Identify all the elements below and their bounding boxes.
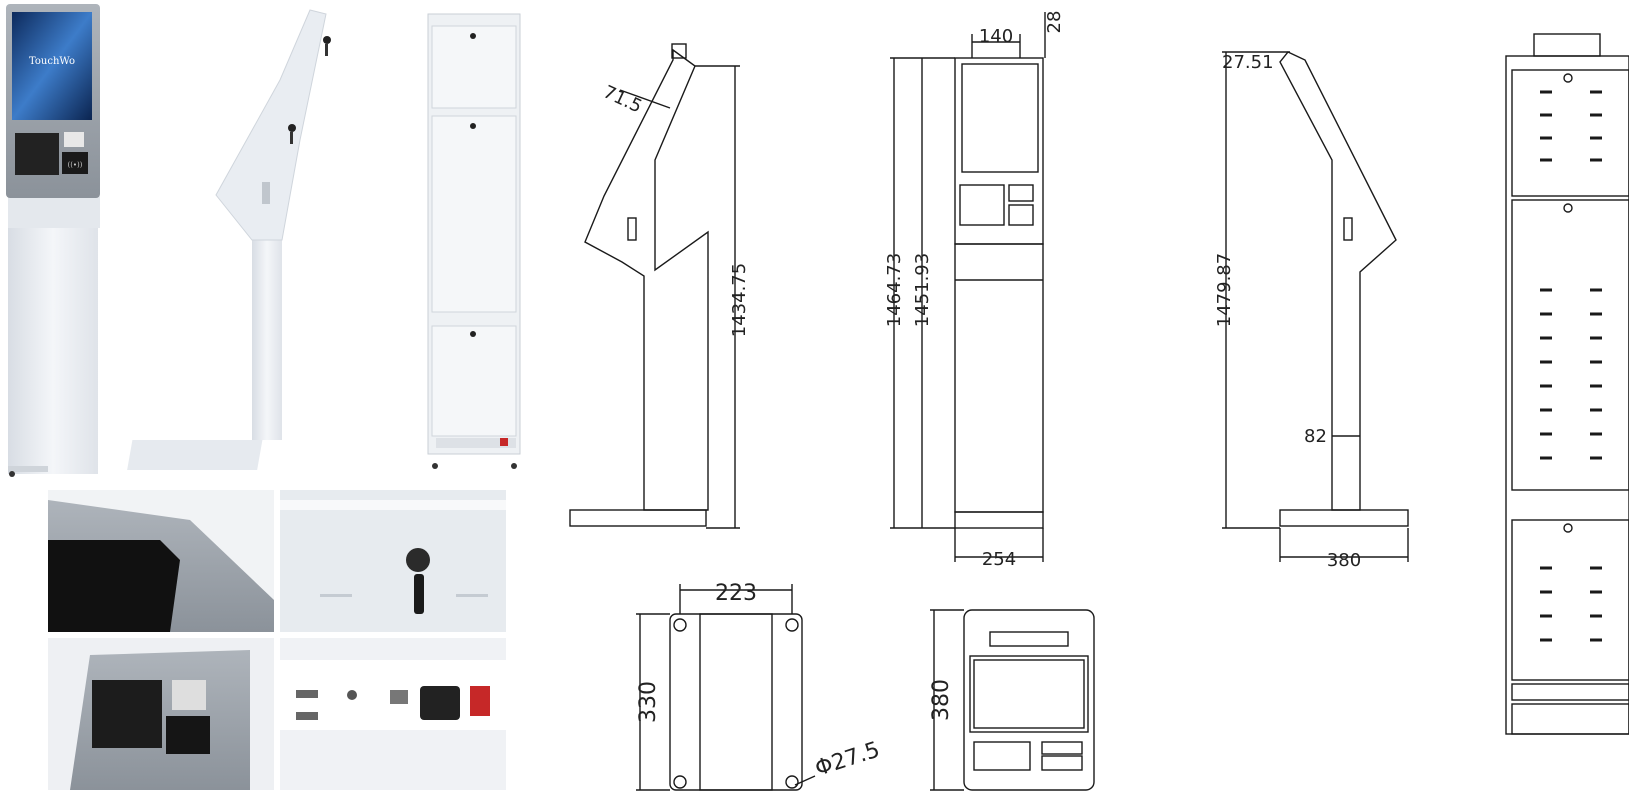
dim-top-depth: 380 <box>929 679 954 721</box>
ethernet-port <box>390 690 408 704</box>
power-switch <box>500 438 508 446</box>
dim-side-right-top-offset: 27.51 <box>1222 52 1274 73</box>
key-icon <box>414 574 424 614</box>
drawing-front-view <box>890 12 1046 562</box>
drawing-side-view-right <box>1222 51 1409 562</box>
dim-bottom-width: 223 <box>715 581 757 606</box>
dim-front-height-total: 1464.73 <box>884 253 905 327</box>
dim-front-height-body: 1451.93 <box>912 253 933 327</box>
detail-photo-io-ports <box>280 638 506 790</box>
dim-side-left-angle: 71.5 <box>600 81 645 117</box>
usb-port <box>296 712 318 720</box>
printer-slot <box>15 133 59 175</box>
lock-icon <box>470 33 476 39</box>
dim-bottom-depth: 330 <box>636 681 661 723</box>
detail-photo-screen-corner <box>48 490 274 632</box>
photo-front-kiosk: TouchWo ((•)) <box>6 4 100 477</box>
key-icon <box>323 36 331 56</box>
detail-photo-door-lock <box>280 490 506 632</box>
screen-brand-text: TouchWo <box>29 56 75 67</box>
dim-front-top-width: 140 <box>979 26 1013 47</box>
nfc-symbol: ((•)) <box>67 161 82 169</box>
dim-side-left-height: 1434.75 <box>729 263 750 337</box>
power-switch <box>470 686 490 716</box>
drawing-side-view-left <box>569 43 740 529</box>
screen-display <box>12 12 92 120</box>
dim-front-base-width: 254 <box>982 549 1016 570</box>
nfc-reader <box>166 716 210 754</box>
dim-side-right-base-depth: 380 <box>1327 550 1361 571</box>
lock-icon <box>406 548 430 572</box>
printer-slot <box>92 680 162 748</box>
drawing-bottom-view <box>636 584 816 791</box>
drawing-top-view <box>930 609 1095 791</box>
photo-side-kiosk <box>127 9 331 470</box>
detail-photo-printer-nfc <box>48 638 274 790</box>
dim-side-right-height: 1479.87 <box>1214 253 1235 327</box>
dim-bottom-hole-diameter: Φ27.5 <box>812 737 883 781</box>
dim-front-top-depth: 28 <box>1044 11 1065 34</box>
rear-view-vents <box>1540 90 1602 642</box>
power-socket <box>420 686 460 720</box>
key-icon <box>288 124 296 144</box>
photo-rear-kiosk <box>427 13 521 469</box>
drawing-rear-view <box>1505 33 1629 735</box>
usb-port <box>296 690 318 698</box>
dim-side-right-post-width: 82 <box>1304 426 1327 447</box>
lock-icon <box>470 331 476 337</box>
lock-icon <box>470 123 476 129</box>
nfc-reader <box>62 152 88 174</box>
